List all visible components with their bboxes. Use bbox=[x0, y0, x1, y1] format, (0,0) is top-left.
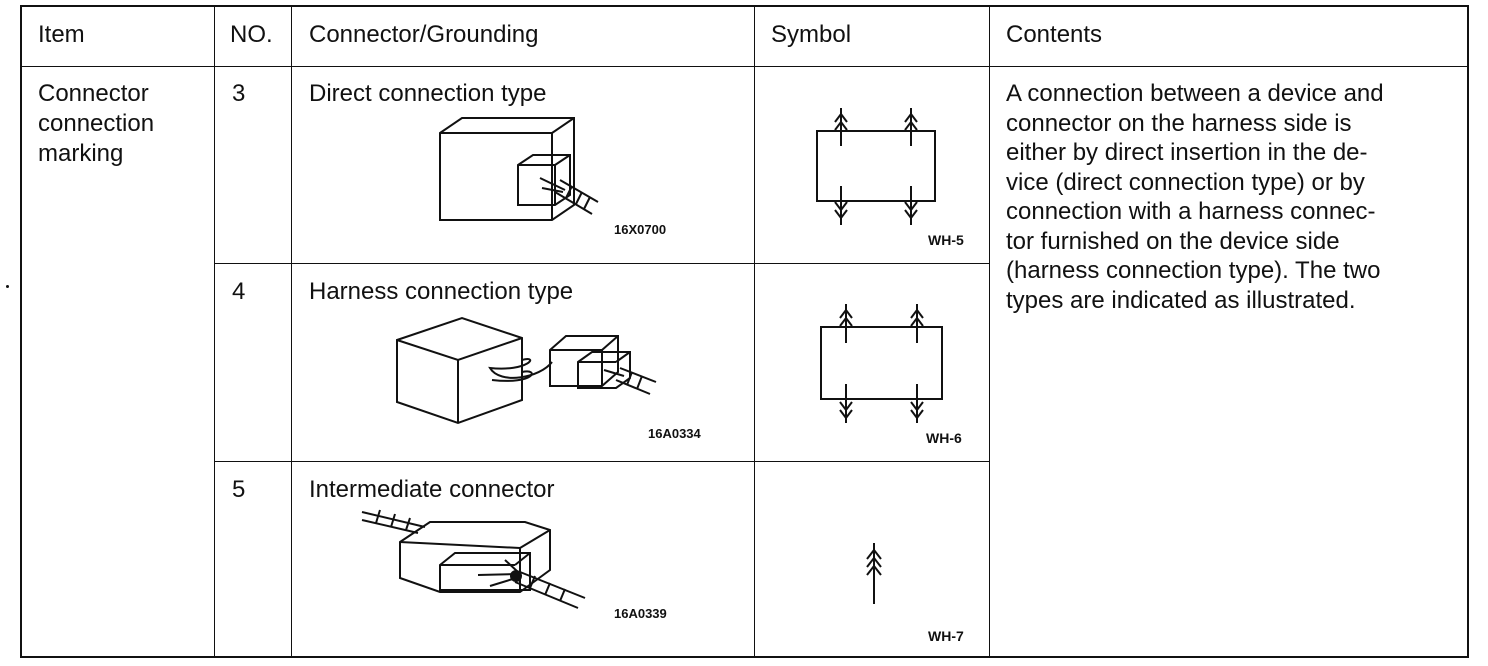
scan-speck bbox=[6, 285, 9, 288]
figure-code: 16A0339 bbox=[614, 606, 667, 621]
row-no: 3 bbox=[232, 80, 246, 107]
header-divider bbox=[20, 66, 1469, 67]
figure-code: 16A0334 bbox=[648, 426, 701, 441]
row-no: 5 bbox=[232, 476, 246, 503]
row-type: Harness connection type bbox=[309, 278, 574, 305]
contents-line: (harness connection type). The two bbox=[1006, 257, 1381, 284]
row-type: Intermediate connector bbox=[309, 476, 555, 503]
column-divider bbox=[214, 5, 215, 658]
contents-line: either by direct insertion in the de- bbox=[1006, 139, 1368, 166]
table-frame bbox=[20, 5, 1469, 658]
contents-line: vice (direct connection type) or by bbox=[1006, 168, 1365, 196]
column-divider bbox=[291, 5, 292, 658]
row-type: Direct connection type bbox=[309, 80, 547, 107]
header-connector: Connector/Grounding bbox=[309, 21, 539, 48]
figure-code: 16X0700 bbox=[614, 222, 667, 237]
contents-line: A connection between a device and bbox=[1006, 80, 1384, 107]
contents-line: tor furnished on the device side bbox=[1006, 227, 1340, 255]
symbol-code: WH-5 bbox=[928, 232, 964, 248]
contents-text: A connection between a device and connec… bbox=[1006, 79, 1384, 315]
header-symbol: Symbol bbox=[771, 21, 852, 48]
symbol-code: WH-7 bbox=[928, 628, 964, 644]
row-divider bbox=[214, 461, 989, 462]
column-divider bbox=[754, 5, 755, 658]
column-divider bbox=[989, 5, 990, 658]
header-contents: Contents bbox=[1006, 21, 1103, 48]
contents-line: connection with a harness connec- bbox=[1006, 198, 1376, 225]
contents-line: connector on the harness side is bbox=[1006, 109, 1352, 137]
row-no: 4 bbox=[232, 278, 246, 305]
header-no: NO. bbox=[230, 21, 273, 48]
contents-line: types are indicated as illustrated. bbox=[1006, 286, 1356, 314]
row-divider bbox=[214, 263, 989, 264]
symbol-code: WH-6 bbox=[926, 430, 962, 446]
header-item: Item bbox=[38, 21, 85, 48]
item-label: Connector connection marking bbox=[38, 80, 155, 167]
